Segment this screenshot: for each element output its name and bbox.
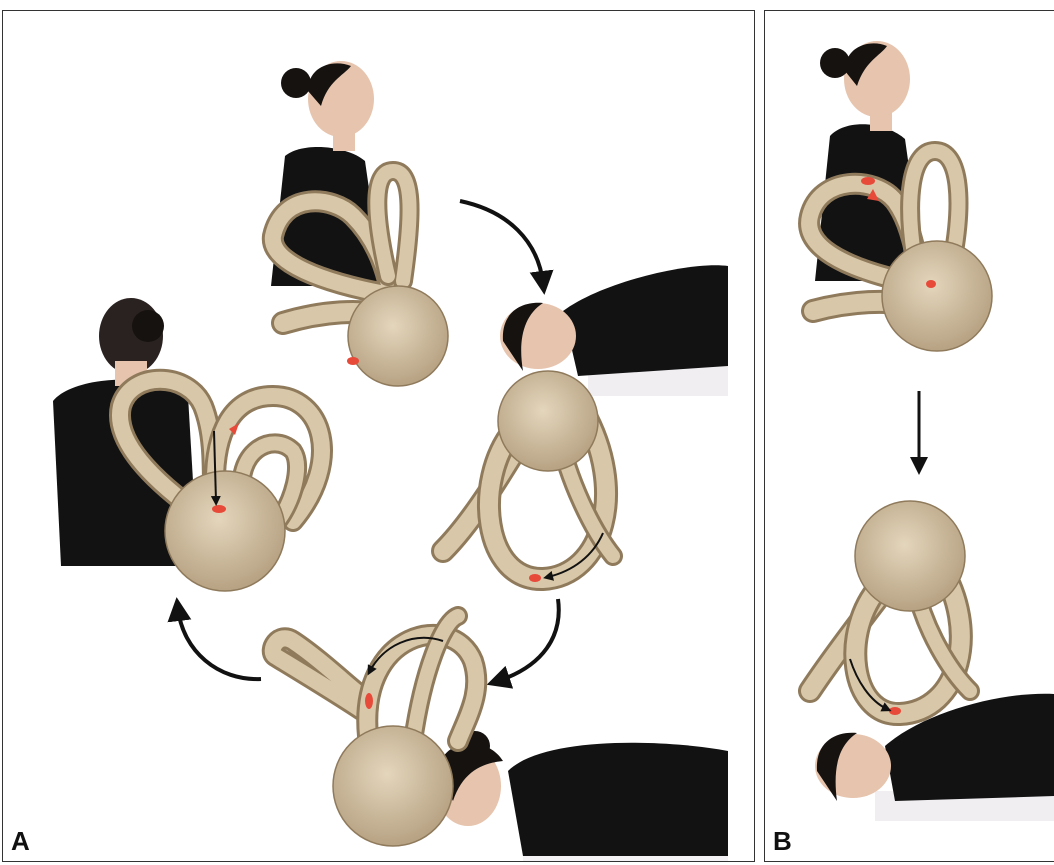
prone-figure-head-down xyxy=(435,731,728,861)
panel-label-b: B xyxy=(773,826,792,857)
labyrinth-head-hanging xyxy=(443,371,613,582)
panel-a-illustration xyxy=(3,11,755,862)
panel-label-a: A xyxy=(11,826,30,857)
panel-a: A xyxy=(2,10,755,862)
curved-arrow-icon xyxy=(460,201,543,283)
curved-arrow-icon xyxy=(178,609,261,679)
labyrinth-head-down xyxy=(273,616,477,846)
panel-b-illustration xyxy=(765,11,1054,862)
labyrinth-head-hanging xyxy=(810,501,970,715)
panel-b: B xyxy=(764,10,1054,862)
curved-arrow-icon xyxy=(498,599,559,681)
